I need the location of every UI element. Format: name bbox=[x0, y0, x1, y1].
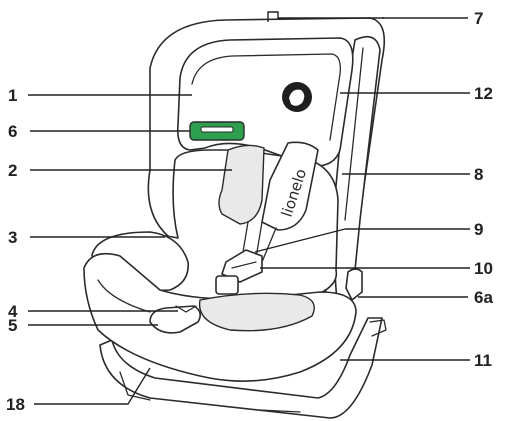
crotch-buckle bbox=[216, 276, 238, 294]
label-2: 2 bbox=[8, 161, 17, 180]
label-11: 11 bbox=[474, 351, 492, 370]
label-5: 5 bbox=[8, 316, 17, 335]
label-10: 10 bbox=[474, 259, 493, 278]
label-6: 6 bbox=[8, 122, 17, 141]
label-3: 3 bbox=[8, 228, 17, 247]
label-1: 1 bbox=[8, 86, 17, 105]
label-7: 7 bbox=[474, 9, 483, 28]
car-seat-illustration: lionelo bbox=[84, 18, 386, 418]
headrest bbox=[178, 38, 353, 166]
label-12: 12 bbox=[474, 84, 493, 103]
label-9: 9 bbox=[474, 220, 483, 239]
label-6a: 6a bbox=[474, 288, 493, 307]
label-18: 18 bbox=[6, 395, 25, 414]
label-8: 8 bbox=[474, 165, 483, 184]
